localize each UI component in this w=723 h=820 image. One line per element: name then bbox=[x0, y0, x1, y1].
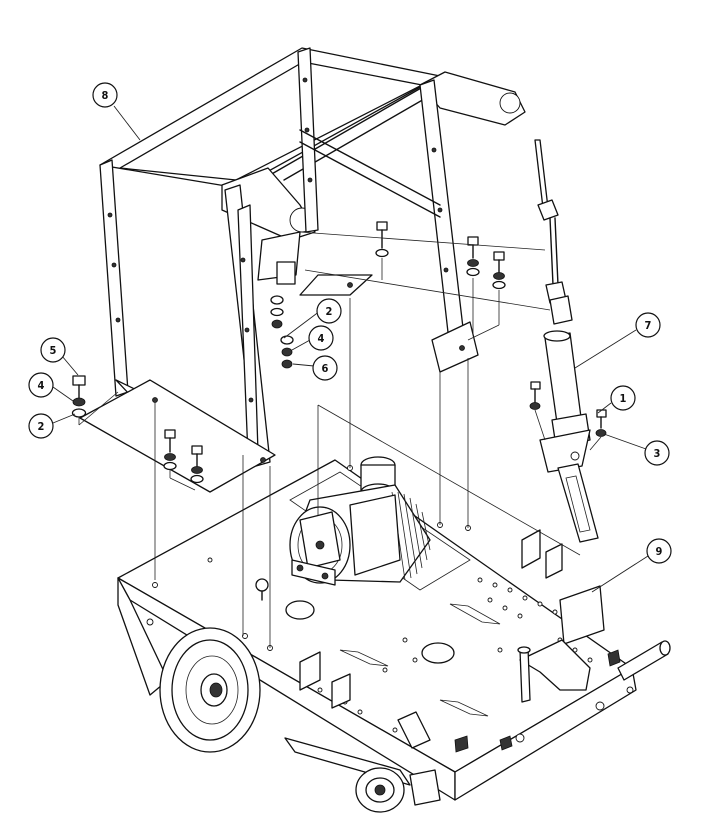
svg-text:4: 4 bbox=[38, 379, 45, 392]
upright-frame bbox=[79, 47, 526, 493]
svg-text:5: 5 bbox=[50, 344, 57, 357]
svg-text:6: 6 bbox=[322, 362, 329, 375]
svg-text:3: 3 bbox=[654, 447, 661, 460]
callout-1: 1 bbox=[610, 385, 636, 411]
left-wheel bbox=[159, 627, 261, 753]
post-holes bbox=[107, 77, 465, 463]
svg-text:9: 9 bbox=[656, 545, 663, 558]
svg-text:1: 1 bbox=[620, 392, 627, 405]
callout-leaders bbox=[52, 105, 649, 593]
callout-6: 6 bbox=[312, 355, 338, 381]
callout-2-left: 2 bbox=[28, 413, 54, 439]
svg-text:2: 2 bbox=[326, 305, 333, 318]
callout-4-center: 4 bbox=[308, 325, 334, 351]
assembly-lines bbox=[78, 231, 602, 648]
callout-4-left: 4 bbox=[28, 372, 54, 398]
svg-text:4: 4 bbox=[318, 332, 325, 345]
callout-8: 8 bbox=[92, 82, 118, 108]
svg-text:8: 8 bbox=[102, 89, 109, 102]
motor-pump bbox=[289, 456, 431, 586]
rear-wheel bbox=[355, 767, 441, 813]
hydraulic-cylinder bbox=[534, 139, 599, 543]
callout-9: 9 bbox=[646, 538, 672, 564]
svg-text:7: 7 bbox=[645, 319, 652, 332]
callout-3: 3 bbox=[644, 440, 670, 466]
callout-7: 7 bbox=[635, 312, 661, 338]
deck-holes bbox=[152, 465, 593, 733]
svg-text:2: 2 bbox=[38, 420, 45, 433]
callout-5: 5 bbox=[40, 337, 66, 363]
callout-2-center: 2 bbox=[316, 298, 342, 324]
